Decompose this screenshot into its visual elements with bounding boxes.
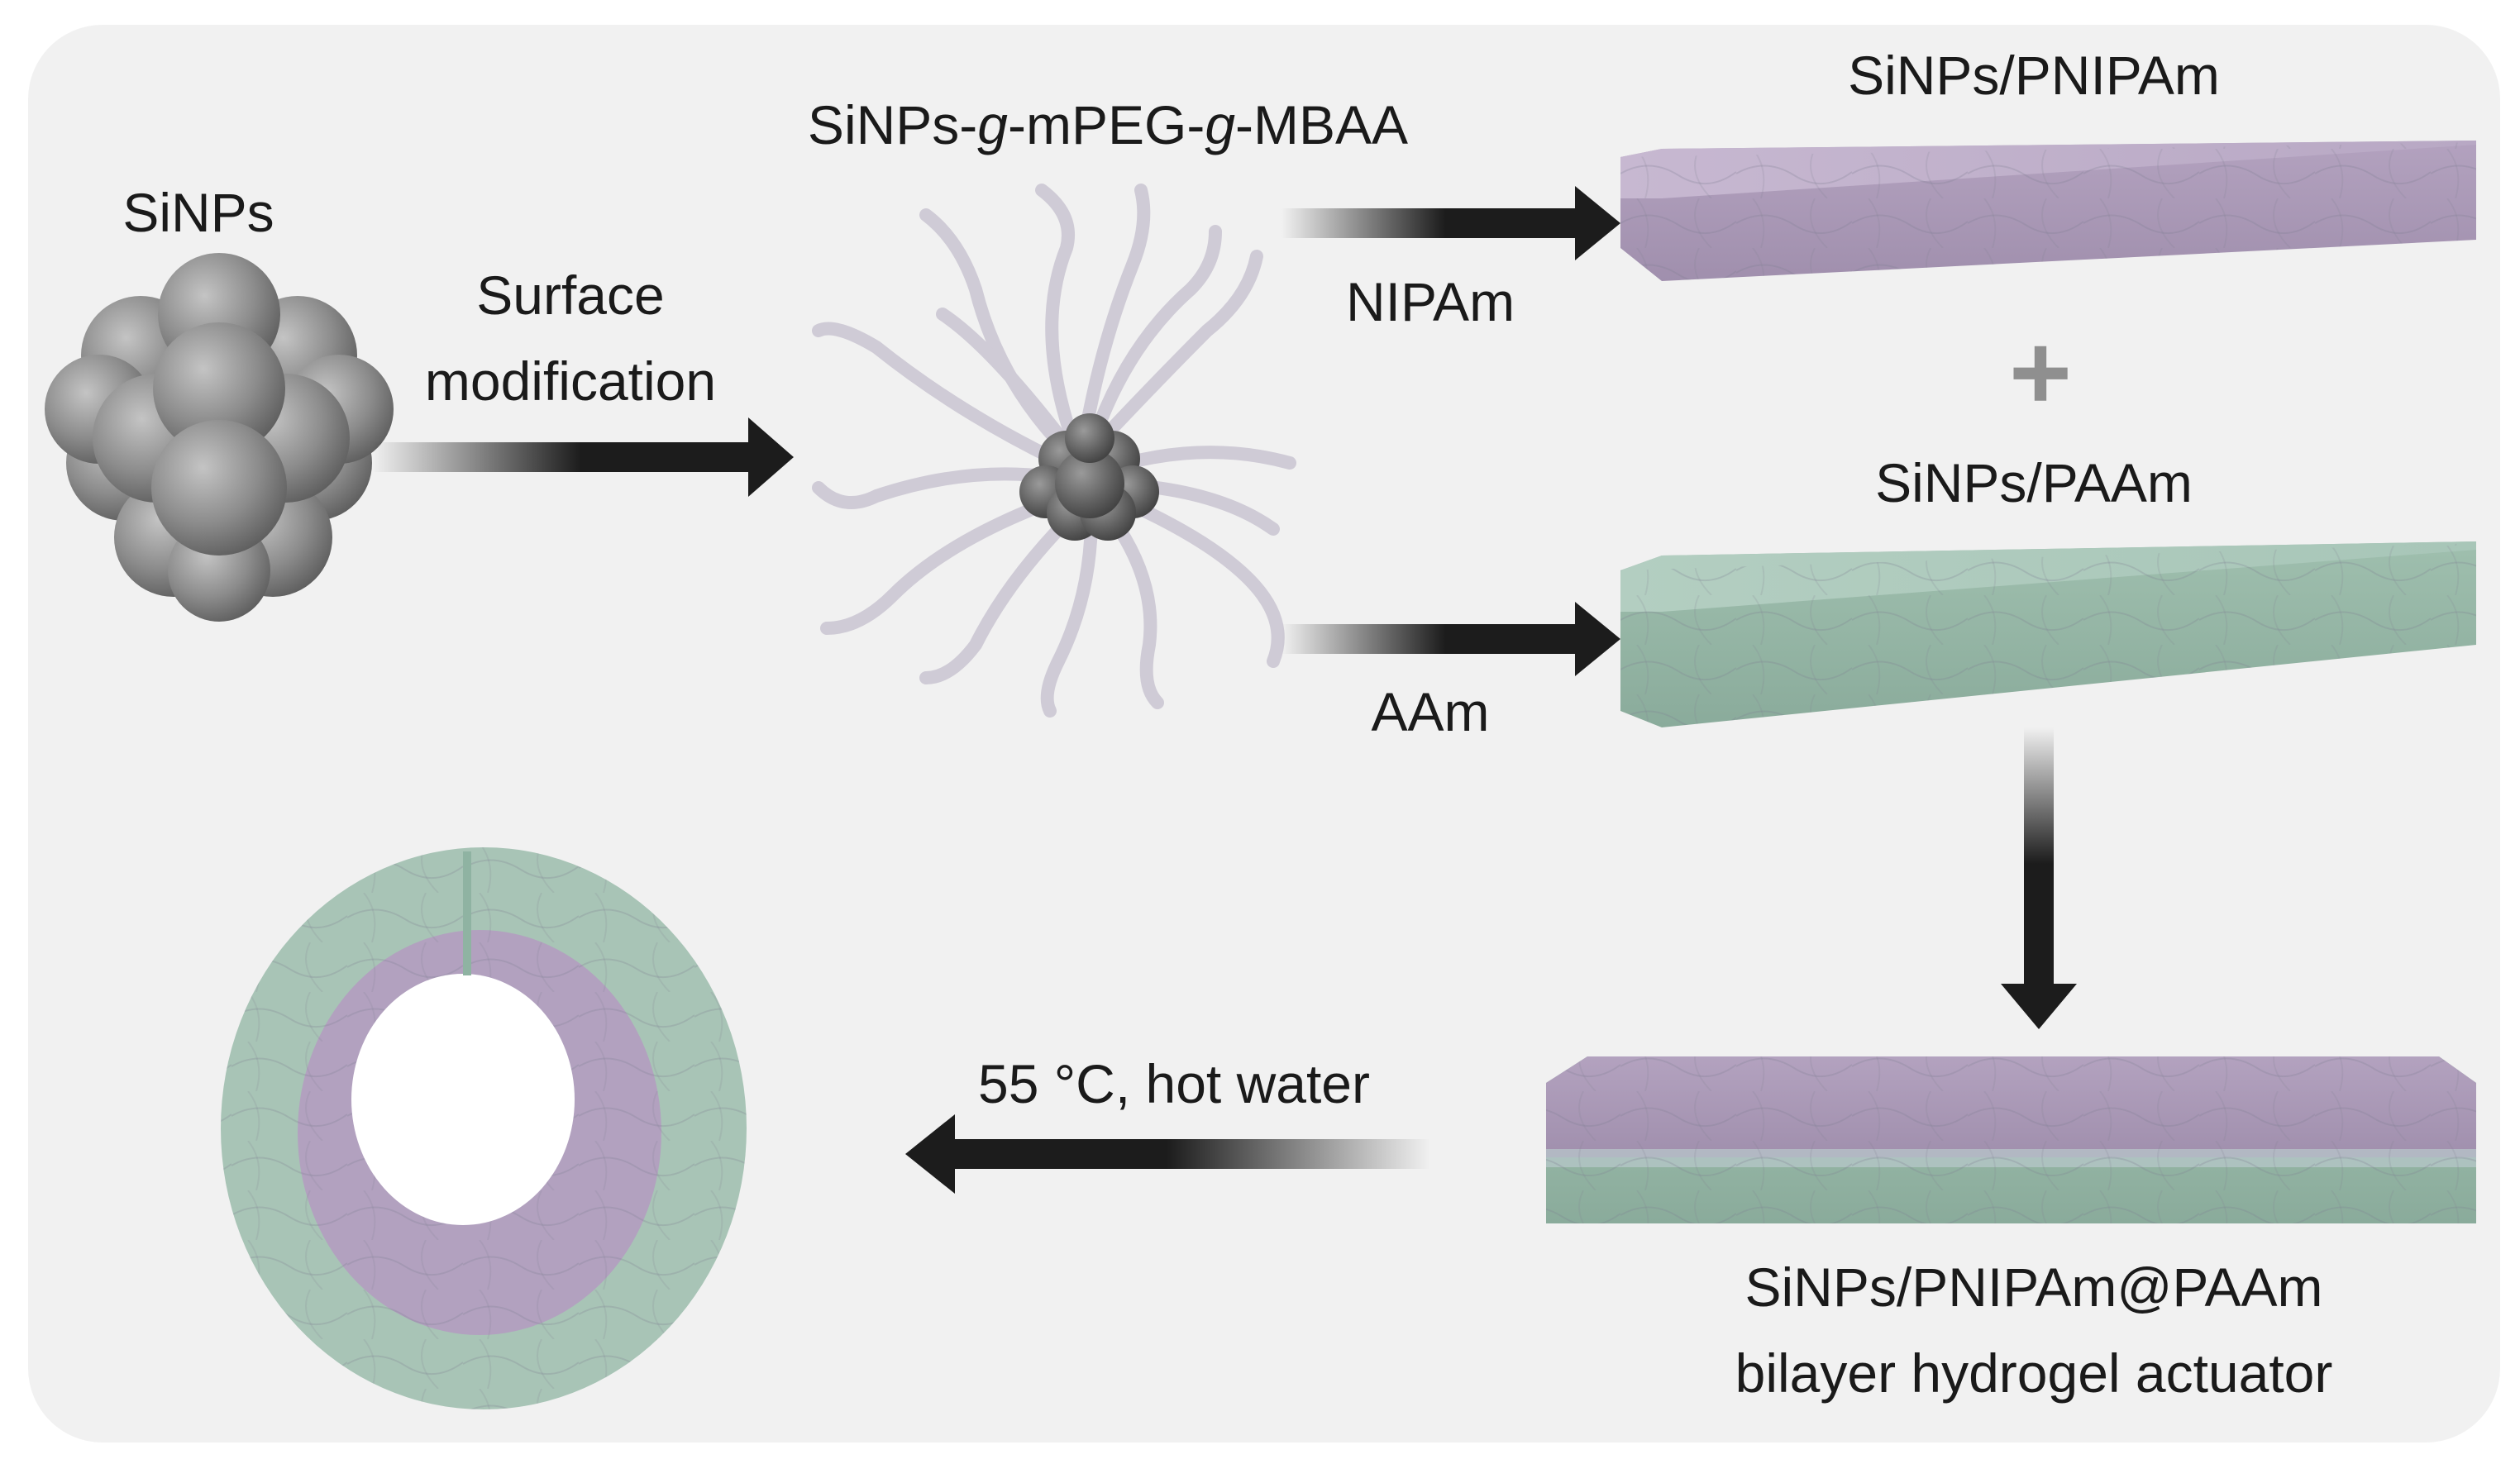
arrow-hot-water [905,1114,1430,1194]
arrow-nipam [1281,186,1620,260]
sinps-label: SiNPs [122,182,274,243]
sinps-pnipam-label: SiNPs/PNIPAm [1848,45,2220,106]
pnipam-slab [1620,141,2476,281]
surface-modification-label-line1: Surface [476,265,665,326]
bilayer-label-line1: SiNPs/PNIPAm@PAAm [1744,1257,2323,1318]
sinps-paam-label: SiNPs/PAAm [1875,452,2193,513]
aam-label: AAm [1371,681,1490,742]
surface-modification-label-line2: modification [424,351,717,412]
bilayer-label-line2: bilayer hydrogel actuator [1735,1342,2333,1404]
plus-sign: + [2009,312,2072,432]
arrow-down [2001,727,2077,1029]
grafted-sinp-icon [812,184,1296,718]
grafted-core-icon [1019,413,1159,541]
grafted-sinps-label: SiNPs-g-mPEG-g-MBAA [807,94,1409,155]
hot-water-label: 55 °C, hot water [978,1053,1370,1114]
paam-slab [1620,541,2476,727]
arrow-aam [1281,602,1620,676]
nipam-label: NIPAm [1345,271,1515,332]
arrow-surface-modification [372,417,794,497]
sinps-cluster-icon [45,253,394,622]
bilayer-slab [1546,1056,2476,1223]
rolled-ring [221,847,747,1409]
